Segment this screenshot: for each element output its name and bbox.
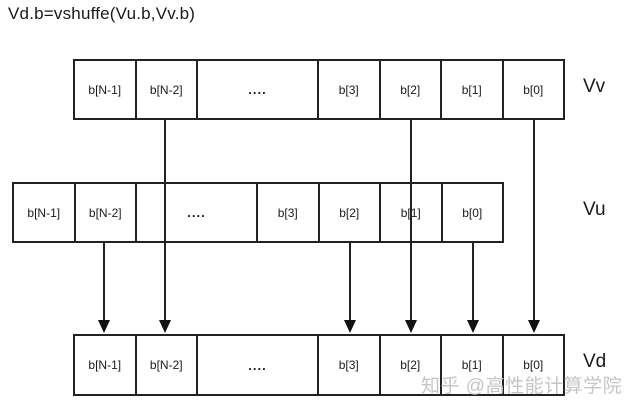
arrowhead-down-icon [528, 320, 540, 333]
vv-cell-bN-2: b[N-2] [137, 61, 198, 118]
vv-cell-b3: b[3] [319, 61, 381, 118]
vd-cell-b0: b[0] [523, 358, 544, 372]
arrow-line [410, 120, 412, 321]
arrowhead-down-icon [344, 320, 356, 333]
arrowhead-down-icon [405, 320, 417, 333]
vu-register-label: Vu [583, 199, 606, 220]
vv-cell-b0: b[0] [523, 82, 544, 97]
arrow-line [349, 243, 351, 321]
vv-cell-b2: b[2] [381, 61, 442, 118]
vv-cell-b1: b[1] [442, 61, 504, 118]
vu-cell-b3: b[3] [258, 184, 320, 241]
zhihu-watermark: 知乎 @高性能计算学院 [421, 376, 623, 397]
vd-cell-bN-1: b[N-1] [75, 336, 137, 394]
vv-register-label: Vv [583, 76, 606, 97]
arrow-line [472, 243, 474, 321]
arrowhead-down-icon [467, 320, 479, 333]
vv-cell-ellipsis: .... [198, 61, 319, 118]
arrow-line [164, 120, 166, 321]
vd-register-row: b[N-1] b[N-2] .... b[3] b[2] b[1] b[0] [73, 334, 565, 396]
vu-cell-bN-2: b[N-2] [76, 184, 137, 241]
vd-cell-b1: b[1] [442, 336, 504, 394]
vd-cell-ellipsis: .... [198, 336, 319, 394]
arrowhead-down-icon [159, 320, 171, 333]
vd-cell-b3: b[3] [319, 336, 381, 394]
vu-register-row: b[N-1] b[N-2] .... b[3] b[2] b[1] b[0] [12, 182, 504, 243]
vv-cell-bN-1: b[N-1] [75, 61, 137, 118]
vu-cell-b0: b[0] [462, 205, 483, 220]
vu-cell-bN-1: b[N-1] [14, 184, 76, 241]
diagram-title: Vd.b=vshuffe(Vu.b,Vv.b) [8, 4, 196, 23]
arrow-line [103, 243, 105, 321]
arrow-line [533, 120, 535, 321]
arrowhead-down-icon [98, 320, 110, 333]
vd-cell-bN-2: b[N-2] [137, 336, 198, 394]
vd-register-label: Vd [583, 351, 607, 372]
vd-cell-b2: b[2] [381, 336, 442, 394]
vu-cell-ellipsis: .... [137, 184, 258, 241]
vv-register-row: b[N-1] b[N-2] .... b[3] b[2] b[1] b[0] [73, 59, 565, 120]
vu-cell-b2: b[2] [320, 184, 381, 241]
